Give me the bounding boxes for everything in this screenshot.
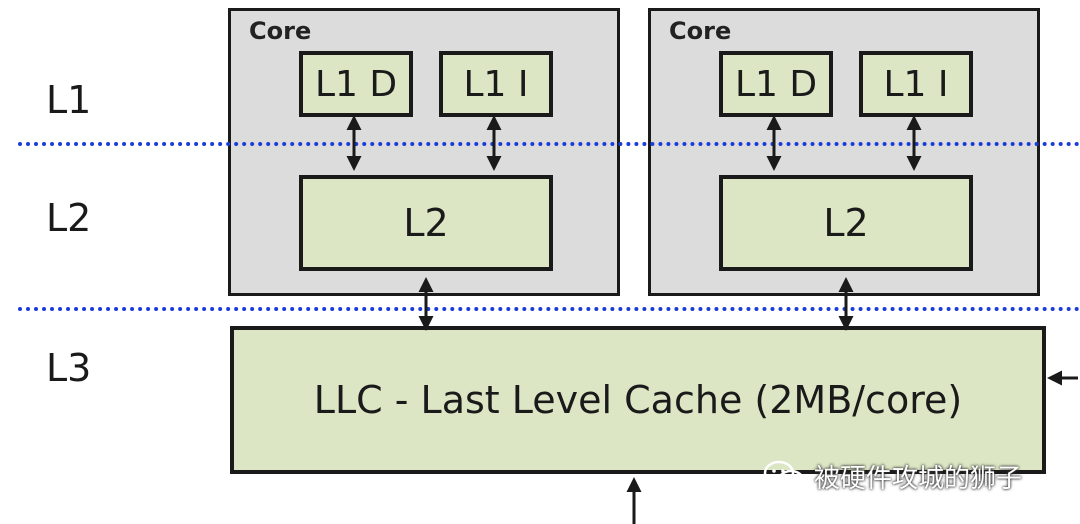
last-level-cache: LLC - Last Level Cache (2MB/core) [230,326,1046,474]
l2-cache: L2 [299,175,553,271]
watermark-text: 被硬件攻城的狮子 [814,463,1023,494]
core-label: Core [249,17,312,45]
wechat-icon [763,460,805,491]
core-block-2: Core L1 D L1 I L2 [648,8,1040,296]
core-label: Core [669,17,732,45]
l1-instruction-cache: L1 I [439,51,553,117]
level-label-l2: L2 [46,196,92,240]
watermark: 被硬件攻城的狮子 [762,456,1022,496]
level-label-l3: L3 [46,346,92,390]
l1-instruction-cache: L1 I [859,51,973,117]
l2-cache: L2 [719,175,973,271]
level-divider-l1-l2 [18,142,1080,146]
core-block-1: Core L1 D L1 I L2 [228,8,620,296]
level-label-l1: L1 [46,78,92,122]
level-divider-l2-l3 [18,307,1080,311]
